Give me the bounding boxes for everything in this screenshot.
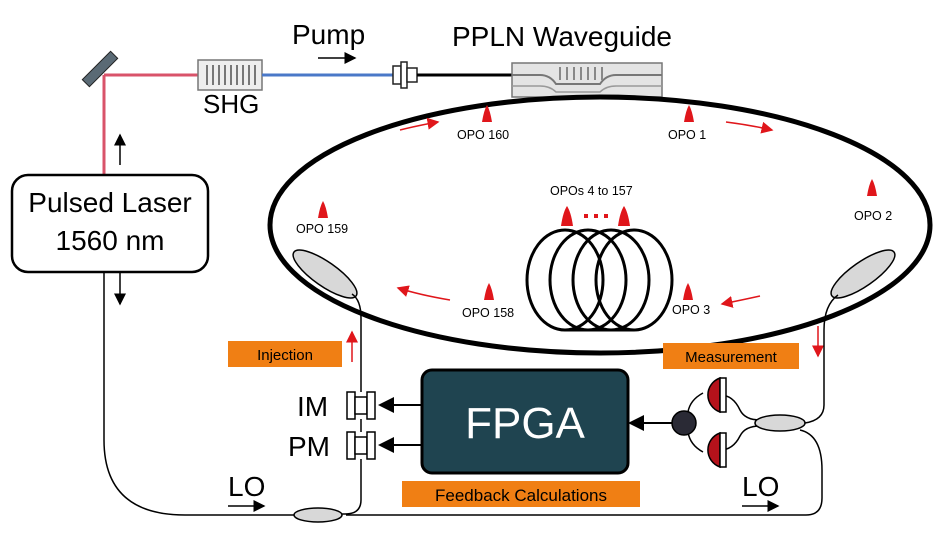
injection-tag <box>228 341 342 367</box>
opos-mid-label: OPOs 4 to 157 <box>550 184 633 198</box>
pulsed-laser-box <box>10 173 210 274</box>
laser-label-line2: 1560 nm <box>56 225 165 256</box>
measurement-splitter <box>754 414 806 432</box>
mirror-icon <box>81 50 119 88</box>
fpga-label: FPGA <box>465 399 585 448</box>
injection-label: Injection <box>257 347 313 364</box>
pm-modulator <box>346 431 376 460</box>
lo-left-label: LO <box>228 471 265 502</box>
detector-top-icon <box>707 376 727 414</box>
lo-splitter <box>293 507 343 523</box>
opo1-label: OPO 1 <box>668 128 706 142</box>
shg-crystal <box>197 59 263 91</box>
fiber-connector <box>392 61 418 89</box>
injection-coupler <box>292 249 358 299</box>
opo3-label: OPO 3 <box>672 303 710 317</box>
pump-label: Pump <box>292 19 365 50</box>
circulation-arrows <box>396 117 774 308</box>
pm-label: PM <box>288 431 330 462</box>
lo-right-label: LO <box>742 471 779 502</box>
opo160-label: OPO 160 <box>457 128 509 142</box>
shg-label: SHG <box>203 89 259 119</box>
subtractor-icon <box>671 410 697 436</box>
opo-pulses <box>318 105 877 300</box>
injection-path <box>338 293 362 515</box>
measurement-coupler <box>830 249 896 299</box>
im-modulator <box>346 391 376 420</box>
fiber-spool <box>525 228 674 332</box>
ppln-label: PPLN Waveguide <box>452 21 672 52</box>
ppln-waveguide <box>511 62 663 98</box>
fiber-ring <box>267 94 933 356</box>
lo-fiber-left <box>103 272 296 516</box>
feedback-label: Feedback Calculations <box>435 486 607 505</box>
opo159-label: OPO 159 <box>296 222 348 236</box>
detector-bottom-icon <box>707 431 727 469</box>
feedback-tag <box>402 481 640 507</box>
im-label: IM <box>297 391 328 422</box>
opo2-label: OPO 2 <box>854 209 892 223</box>
laser-beam <box>102 73 198 175</box>
measurement-label: Measurement <box>685 349 778 366</box>
measurement-tag <box>663 343 799 369</box>
measurement-fibers <box>346 294 839 516</box>
laser-label-line1: Pulsed Laser <box>28 187 191 218</box>
opo158-label: OPO 158 <box>462 306 514 320</box>
